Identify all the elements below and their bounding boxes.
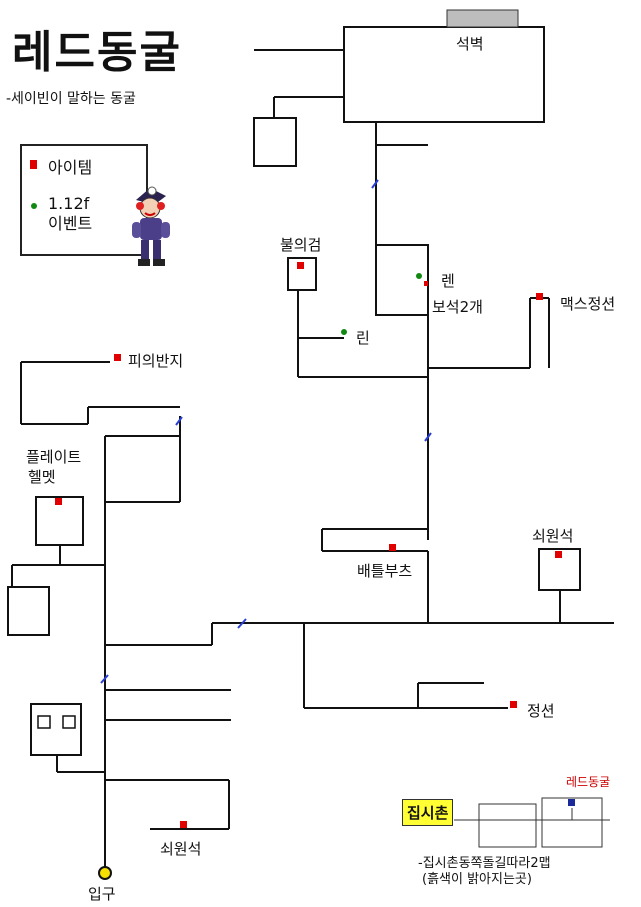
- item-marker: [389, 544, 396, 551]
- legend-item-marker: [30, 160, 37, 169]
- page-title: 레드동굴: [12, 27, 182, 78]
- minimap-note-line2: (흙색이 밝아지는곳): [422, 872, 532, 887]
- label-plate-line1: 플레이트: [26, 448, 82, 466]
- passage-tick: [371, 179, 379, 189]
- label-jeongsyeon: 정션: [527, 702, 555, 720]
- item-marker: [555, 551, 562, 558]
- label-maekseu: 맥스정션: [560, 295, 616, 313]
- passage-tick: [424, 432, 432, 442]
- minimap-note: -집시촌동쪽돌길따라2맵 (흙색이 밝아지는곳): [418, 856, 551, 888]
- item-marker: [55, 498, 62, 505]
- seokbyeok-room: [343, 26, 545, 123]
- legend-event-marker: [31, 203, 37, 209]
- label-battle-boots: 배틀부츠: [357, 562, 413, 580]
- event-marker: [416, 273, 422, 279]
- minimap-village-label: 집시촌: [402, 799, 454, 826]
- label-seokbyeok: 석벽: [456, 35, 484, 53]
- gray-ledge: [446, 9, 519, 28]
- label-bulgeom: 불의검: [280, 236, 322, 254]
- item-marker: [536, 293, 543, 300]
- ren-room: [375, 244, 429, 316]
- label-ren: 렌: [441, 272, 455, 290]
- passage-tick: [100, 674, 109, 684]
- page-subtitle: -세이빈이 말하는 동굴: [6, 91, 136, 107]
- item-marker: [424, 281, 428, 286]
- label-boseok: 보석2개: [432, 298, 483, 316]
- item-marker: [297, 262, 304, 269]
- label-soewon-bottom: 쇠원석: [160, 840, 202, 858]
- label-entrance: 입구: [88, 885, 116, 903]
- item-marker: [510, 701, 517, 708]
- minimap-note-line1: -집시촌동쪽돌길따라2맵: [418, 856, 551, 871]
- label-plate-line2: 헬멧: [28, 468, 56, 486]
- passage-tick: [175, 416, 183, 426]
- label-piui: 피의반지: [128, 352, 184, 370]
- legend-event-line2: 이벤트: [48, 214, 93, 233]
- label-soewon-right: 쇠원석: [532, 527, 574, 545]
- event-marker: [341, 329, 347, 335]
- minimap-cave-marker: [568, 799, 575, 806]
- mascot-character-icon: [132, 186, 170, 266]
- legend-box: 아이템 1.12f 이벤트: [20, 144, 148, 256]
- legend-event-label: 1.12f 이벤트: [48, 194, 92, 234]
- legend-item-label: 아이템: [48, 158, 93, 177]
- label-plate-helmet: 플레이트 헬멧: [26, 447, 81, 487]
- passage-tick: [237, 618, 247, 629]
- minimap-red-cave-label: 레드동굴: [566, 775, 611, 789]
- label-rin: 린: [356, 329, 370, 347]
- legend-event-line1: 1.12f: [48, 194, 90, 213]
- entrance-marker: [98, 866, 112, 880]
- item-marker: [114, 354, 121, 361]
- item-marker: [180, 821, 187, 828]
